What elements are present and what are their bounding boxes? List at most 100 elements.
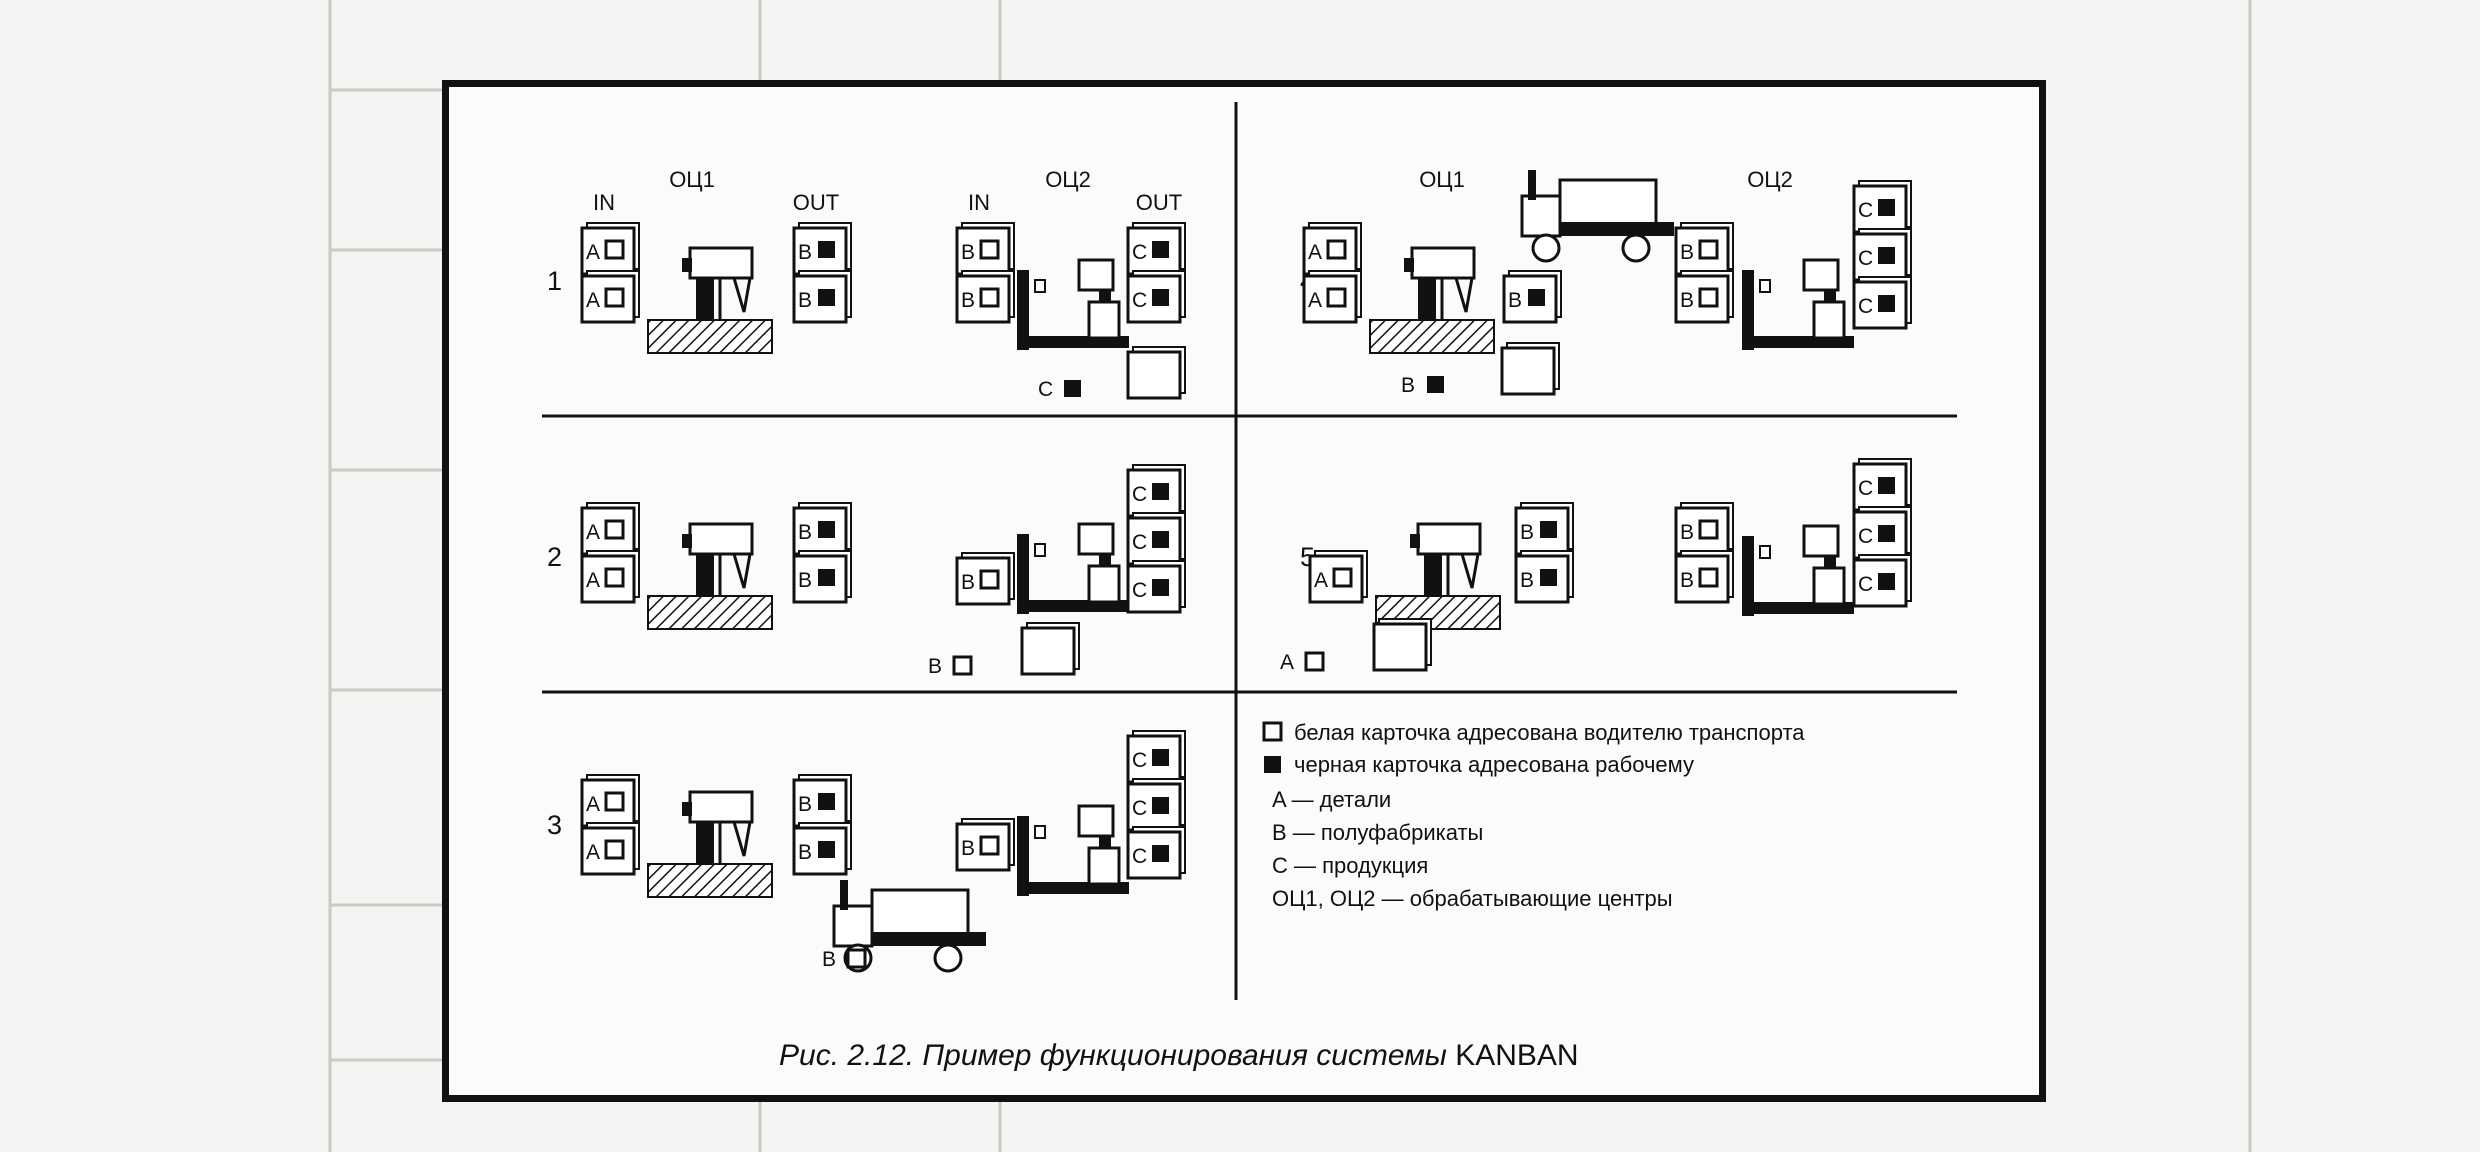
container-letter: C: [1132, 241, 1147, 264]
white-card-icon: [952, 655, 973, 676]
container-letter: B: [1680, 569, 1694, 592]
container-box: [580, 778, 636, 828]
container-letter: C: [1858, 199, 1873, 222]
container-letter: C: [1132, 845, 1147, 868]
container-letter: B: [961, 571, 975, 594]
caption-suffix: KANBAN: [1455, 1039, 1578, 1072]
label-oc2-right: ОЦ2: [1747, 167, 1793, 192]
black-card-icon: [818, 289, 835, 306]
black-card-icon: [1264, 756, 1281, 773]
white-card-icon: [1332, 567, 1353, 588]
container-letter: A: [586, 569, 600, 592]
container-letter: C: [1132, 797, 1147, 820]
machine-oc2-step3: [1015, 804, 1131, 898]
container-letter: B: [798, 241, 812, 264]
black-card-icon: [1878, 525, 1895, 542]
container-letter: C: [1132, 579, 1147, 602]
black-card-icon: [1152, 749, 1169, 766]
machine-oc1-step3: [646, 790, 774, 899]
container-letter: C: [1858, 295, 1873, 318]
container-letter: B: [1680, 289, 1694, 312]
legend: белая карточка адресована водителю транс…: [1262, 720, 1805, 911]
container-letter: A: [1308, 289, 1322, 312]
container-letter: C: [1132, 531, 1147, 554]
white-card-icon: [979, 239, 1000, 260]
container-letter: B: [961, 837, 975, 860]
white-card-icon: [604, 567, 625, 588]
container-letter: C: [1858, 247, 1873, 270]
black-card-icon: [818, 521, 835, 538]
container-letter: A: [586, 289, 600, 312]
black-card-icon: [1064, 380, 1081, 397]
legend-black-card: черная карточка адресована рабочему: [1294, 752, 1694, 777]
black-card-icon: [1152, 531, 1169, 548]
container-letter: C: [1132, 289, 1147, 312]
white-card-icon: [1698, 519, 1719, 540]
caption-prefix: Рис. 2.12. Пример функционирования систе…: [779, 1039, 1455, 1072]
container-letter: A: [586, 241, 600, 264]
container-letter: B: [798, 289, 812, 312]
white-card-icon: [1698, 567, 1719, 588]
card-letter: A: [1280, 651, 1294, 674]
container-letter: A: [586, 841, 600, 864]
container-letter: C: [1132, 749, 1147, 772]
card-letter: B: [1401, 374, 1415, 397]
black-card-icon: [1152, 483, 1169, 500]
machine-oc2-step2: [1015, 522, 1131, 616]
label-in-2: IN: [968, 190, 990, 215]
figure-caption: Рис. 2.12. Пример функционирования систе…: [779, 1039, 1579, 1072]
container-box: [1126, 734, 1182, 784]
black-card-icon: [1427, 376, 1444, 393]
white-card-icon: [1698, 239, 1719, 260]
machine-oc1-step5: [1374, 522, 1502, 631]
white-card-icon: [604, 287, 625, 308]
black-card-icon: [1152, 579, 1169, 596]
white-card-icon: [846, 948, 867, 969]
container-box: [1372, 622, 1428, 672]
container-box: [1020, 626, 1076, 676]
container-box: [1126, 350, 1182, 400]
black-card-icon: [1540, 521, 1557, 538]
container-letter: C: [1858, 477, 1873, 500]
legend-b: B — полуфабрикаты: [1272, 820, 1483, 845]
container-letter: B: [961, 241, 975, 264]
container-letter: B: [798, 793, 812, 816]
machine-oc1-step1: [646, 246, 774, 355]
white-card-icon: [979, 287, 1000, 308]
container-letter: C: [1858, 573, 1873, 596]
black-card-icon: [1878, 295, 1895, 312]
black-card-icon: [1152, 845, 1169, 862]
white-card-icon: [1326, 239, 1347, 260]
white-card-icon: [979, 569, 1000, 590]
white-card-icon: [604, 839, 625, 860]
label-out-1: OUT: [793, 190, 839, 215]
container-letter: A: [1308, 241, 1322, 264]
container-letter: B: [961, 289, 975, 312]
step-number-1: 1: [547, 266, 562, 296]
container-letter: B: [1520, 569, 1534, 592]
white-card-icon: [604, 239, 625, 260]
label-in-1: IN: [593, 190, 615, 215]
container-letter: A: [586, 521, 600, 544]
card-letter: C: [1038, 378, 1053, 401]
machine-oc1-step2: [646, 522, 774, 631]
legend-centers: ОЦ1, ОЦ2 — обрабатывающие центры: [1272, 886, 1673, 911]
legend-a: A — детали: [1272, 787, 1391, 812]
legend-white-card: белая карточка адресована водителю транс…: [1294, 720, 1805, 745]
black-card-icon: [1878, 573, 1895, 590]
black-card-icon: [1152, 289, 1169, 306]
step-number-2: 2: [547, 542, 562, 572]
black-card-icon: [818, 841, 835, 858]
kanban-diagram: IN ОЦ1 OUT IN ОЦ2 OUT ОЦ1 ОЦ2 1 2 3 4 5 …: [542, 102, 1957, 1072]
container-letter: C: [1132, 483, 1147, 506]
black-card-icon: [818, 569, 835, 586]
white-card-icon: [979, 835, 1000, 856]
black-card-icon: [1528, 289, 1545, 306]
step-number-3: 3: [547, 810, 562, 840]
container-letter: C: [1858, 525, 1873, 548]
black-card-icon: [1878, 199, 1895, 216]
black-card-icon: [1878, 477, 1895, 494]
black-card-icon: [1152, 241, 1169, 258]
white-card-icon: [1698, 287, 1719, 308]
label-oc2-left: ОЦ2: [1045, 167, 1091, 192]
